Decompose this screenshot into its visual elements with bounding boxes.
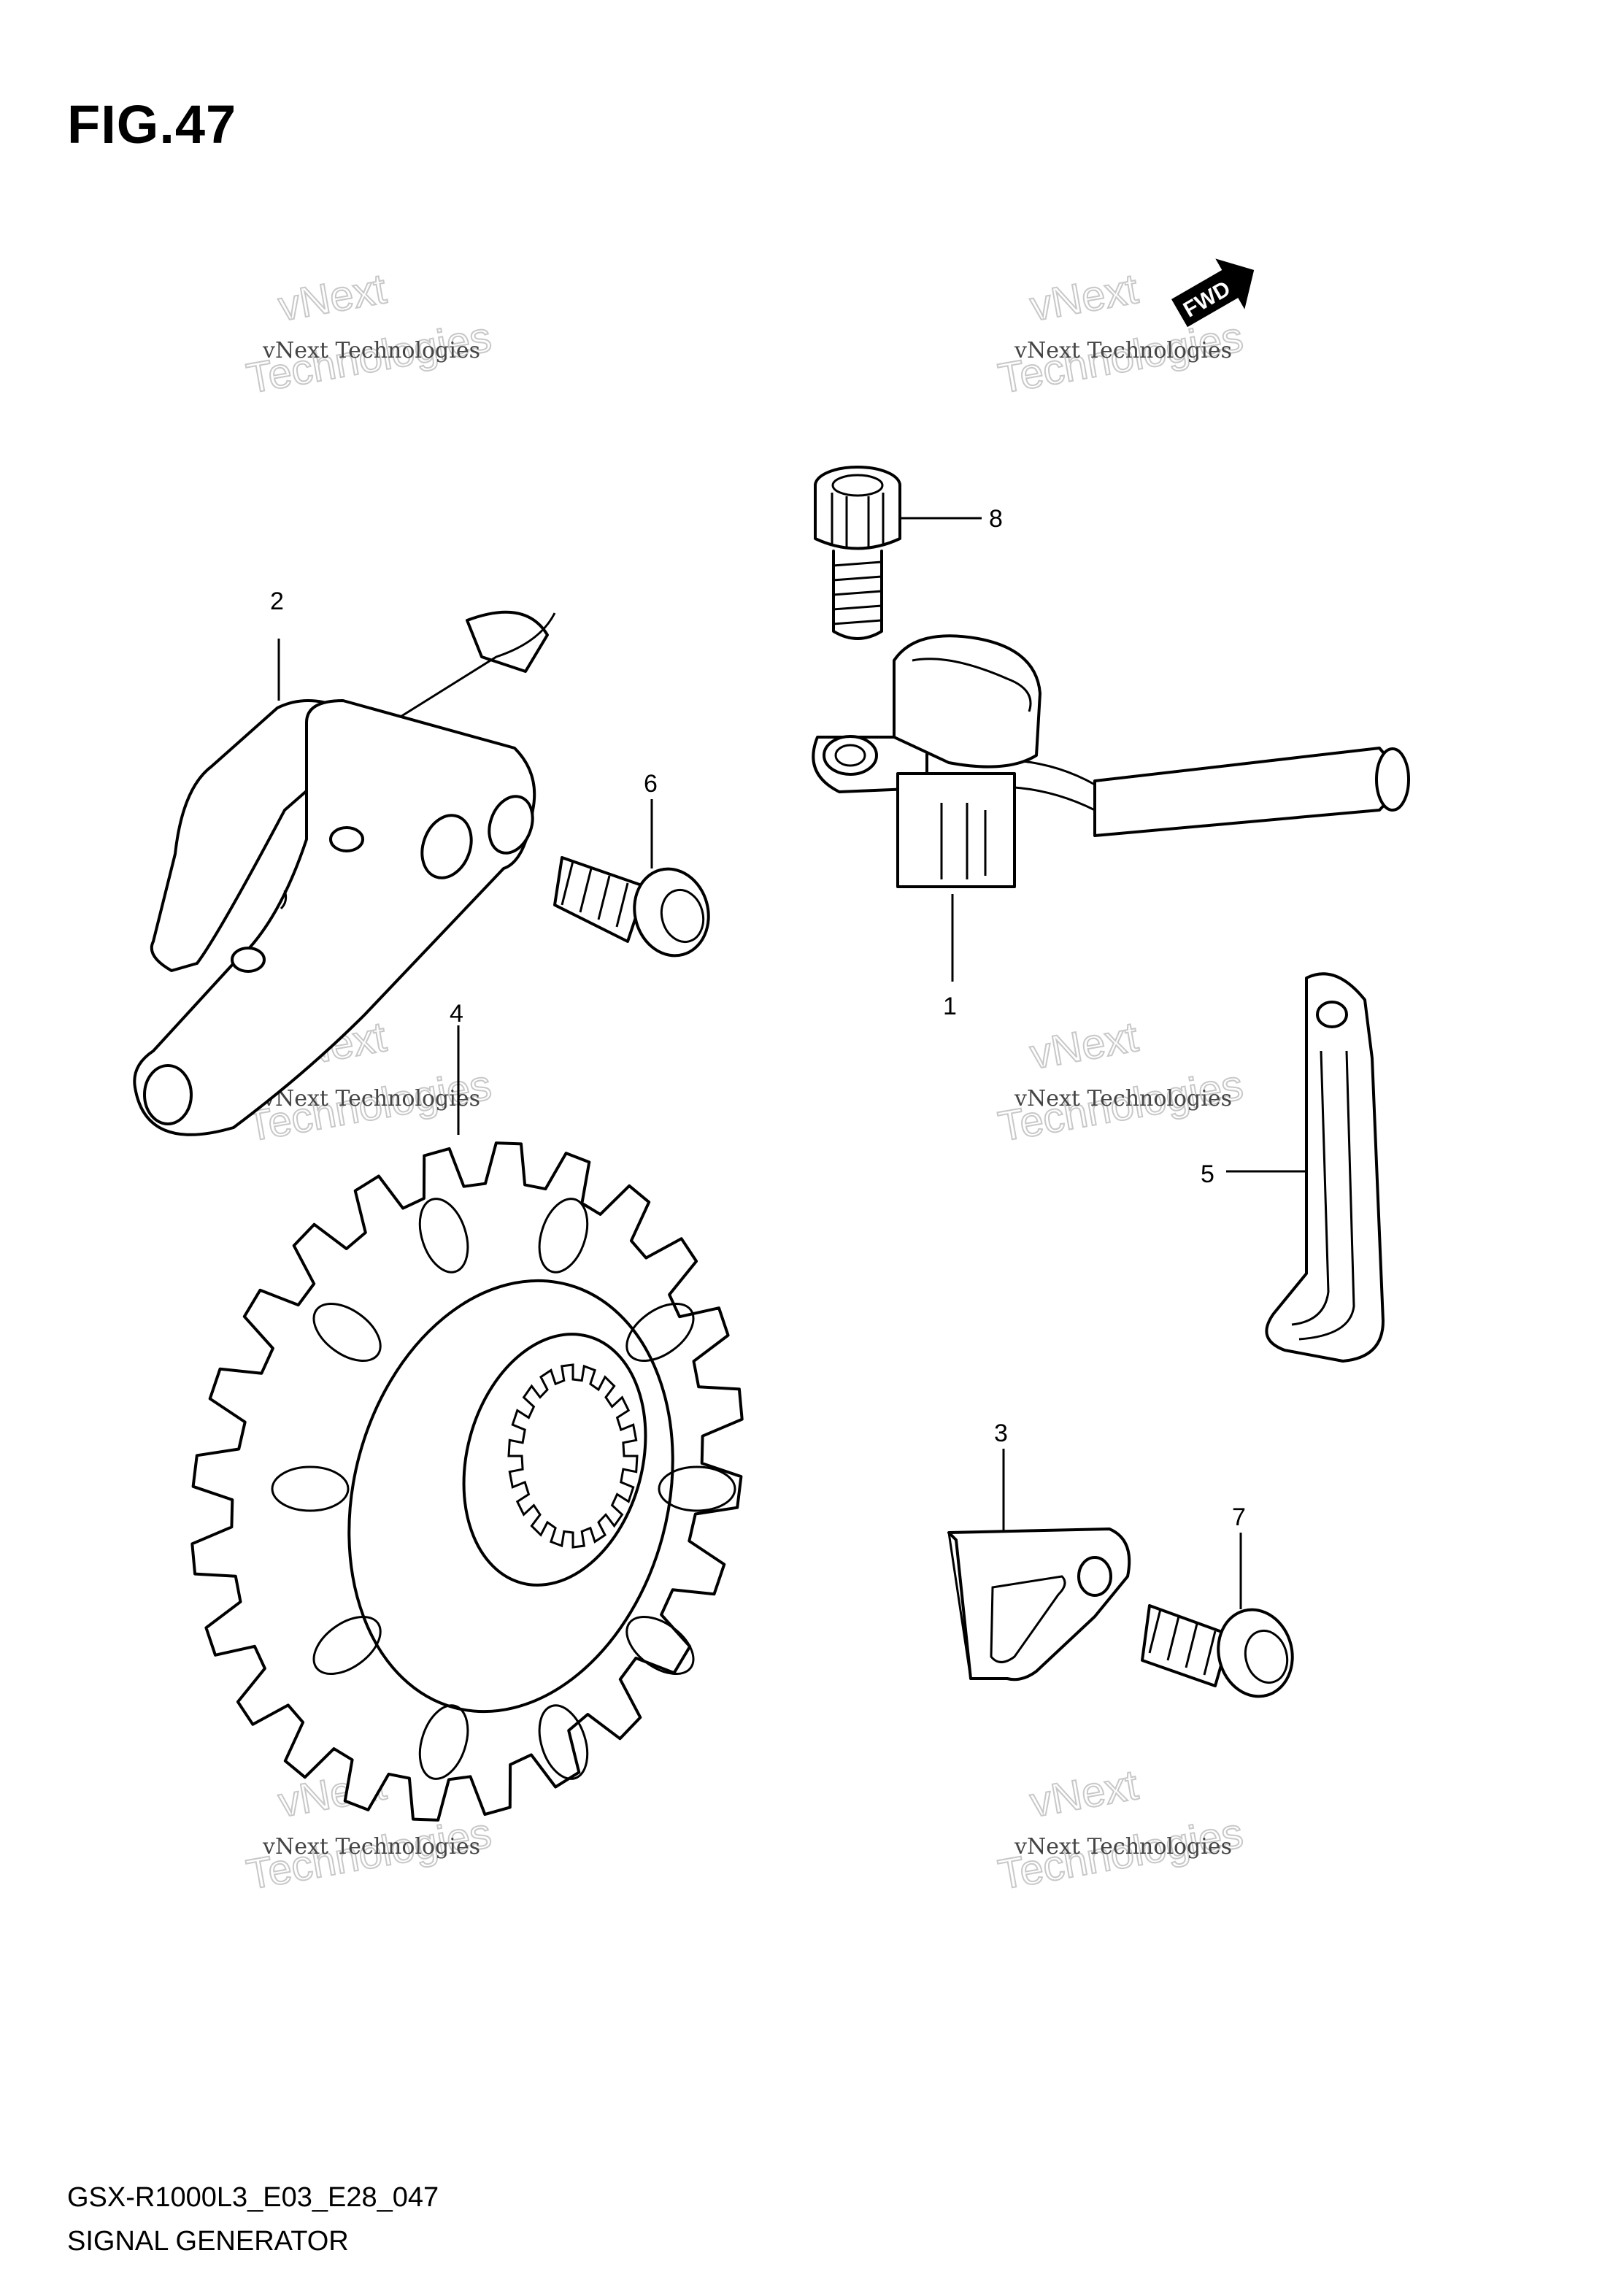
rotor-4-illustration: [190, 1025, 744, 1822]
watermark-top-right: vNext Technologies vNext Technologies: [994, 264, 1247, 404]
diagram-code: GSX-R1000L3_E03_E28_047: [67, 2182, 439, 2213]
rotor-slot: [538, 1198, 589, 1274]
sensor-1-illustration: [812, 634, 1410, 982]
rotor-slot: [625, 1615, 695, 1676]
callout-1: 1: [943, 993, 957, 1020]
callout-5: 5: [1201, 1160, 1214, 1188]
bolt-7-illustration: [1141, 1533, 1294, 1698]
watermark-top-left: vNext Technologies vNext Technologies: [242, 264, 496, 404]
rotor-slot: [418, 1198, 469, 1274]
rotor-slot: [312, 1302, 382, 1363]
svg-text:vNext: vNext: [275, 265, 390, 331]
callout-4: 4: [450, 1000, 463, 1028]
svg-text:vNext: vNext: [1027, 265, 1141, 331]
callout-7: 7: [1232, 1503, 1246, 1531]
plate-3-illustration: [947, 1449, 1131, 1681]
rotor-slot: [658, 1465, 736, 1512]
callout-3: 3: [994, 1419, 1008, 1447]
callout-6: 6: [644, 770, 658, 798]
callout-8: 8: [989, 505, 1003, 533]
diagram-name: SIGNAL GENERATOR: [67, 2226, 349, 2257]
svg-text:vNext Technologies: vNext Technologies: [1014, 1086, 1232, 1112]
svg-text:vNext: vNext: [1027, 1013, 1141, 1079]
svg-text:vNext Technologies: vNext Technologies: [1014, 1834, 1232, 1860]
svg-text:vNext Technologies: vNext Technologies: [262, 1086, 480, 1112]
clamp-5-illustration: [1226, 972, 1385, 1363]
svg-text:vNext: vNext: [1027, 1761, 1141, 1827]
rotor-slot: [625, 1302, 695, 1363]
bolt-6-illustration: [553, 799, 710, 958]
bracket-2-illustration: [133, 610, 556, 1136]
rotor-slot: [538, 1704, 589, 1780]
figure-title: FIG.47: [67, 94, 237, 155]
svg-text:vNext Technologies: vNext Technologies: [1014, 338, 1232, 363]
bolt-8-illustration: [814, 466, 982, 640]
rotor-slot: [271, 1465, 350, 1512]
rotor-slot: [418, 1704, 469, 1780]
rotor-slot: [312, 1615, 382, 1676]
watermark-bottom-right: vNext Technologies vNext Technologies: [994, 1760, 1247, 1900]
svg-text:vNext Technologies: vNext Technologies: [262, 338, 480, 363]
callout-2: 2: [270, 588, 284, 615]
svg-text:vNext Technologies: vNext Technologies: [262, 1834, 480, 1860]
watermark-mid-right: vNext Technologies vNext Technologies: [994, 1012, 1247, 1152]
